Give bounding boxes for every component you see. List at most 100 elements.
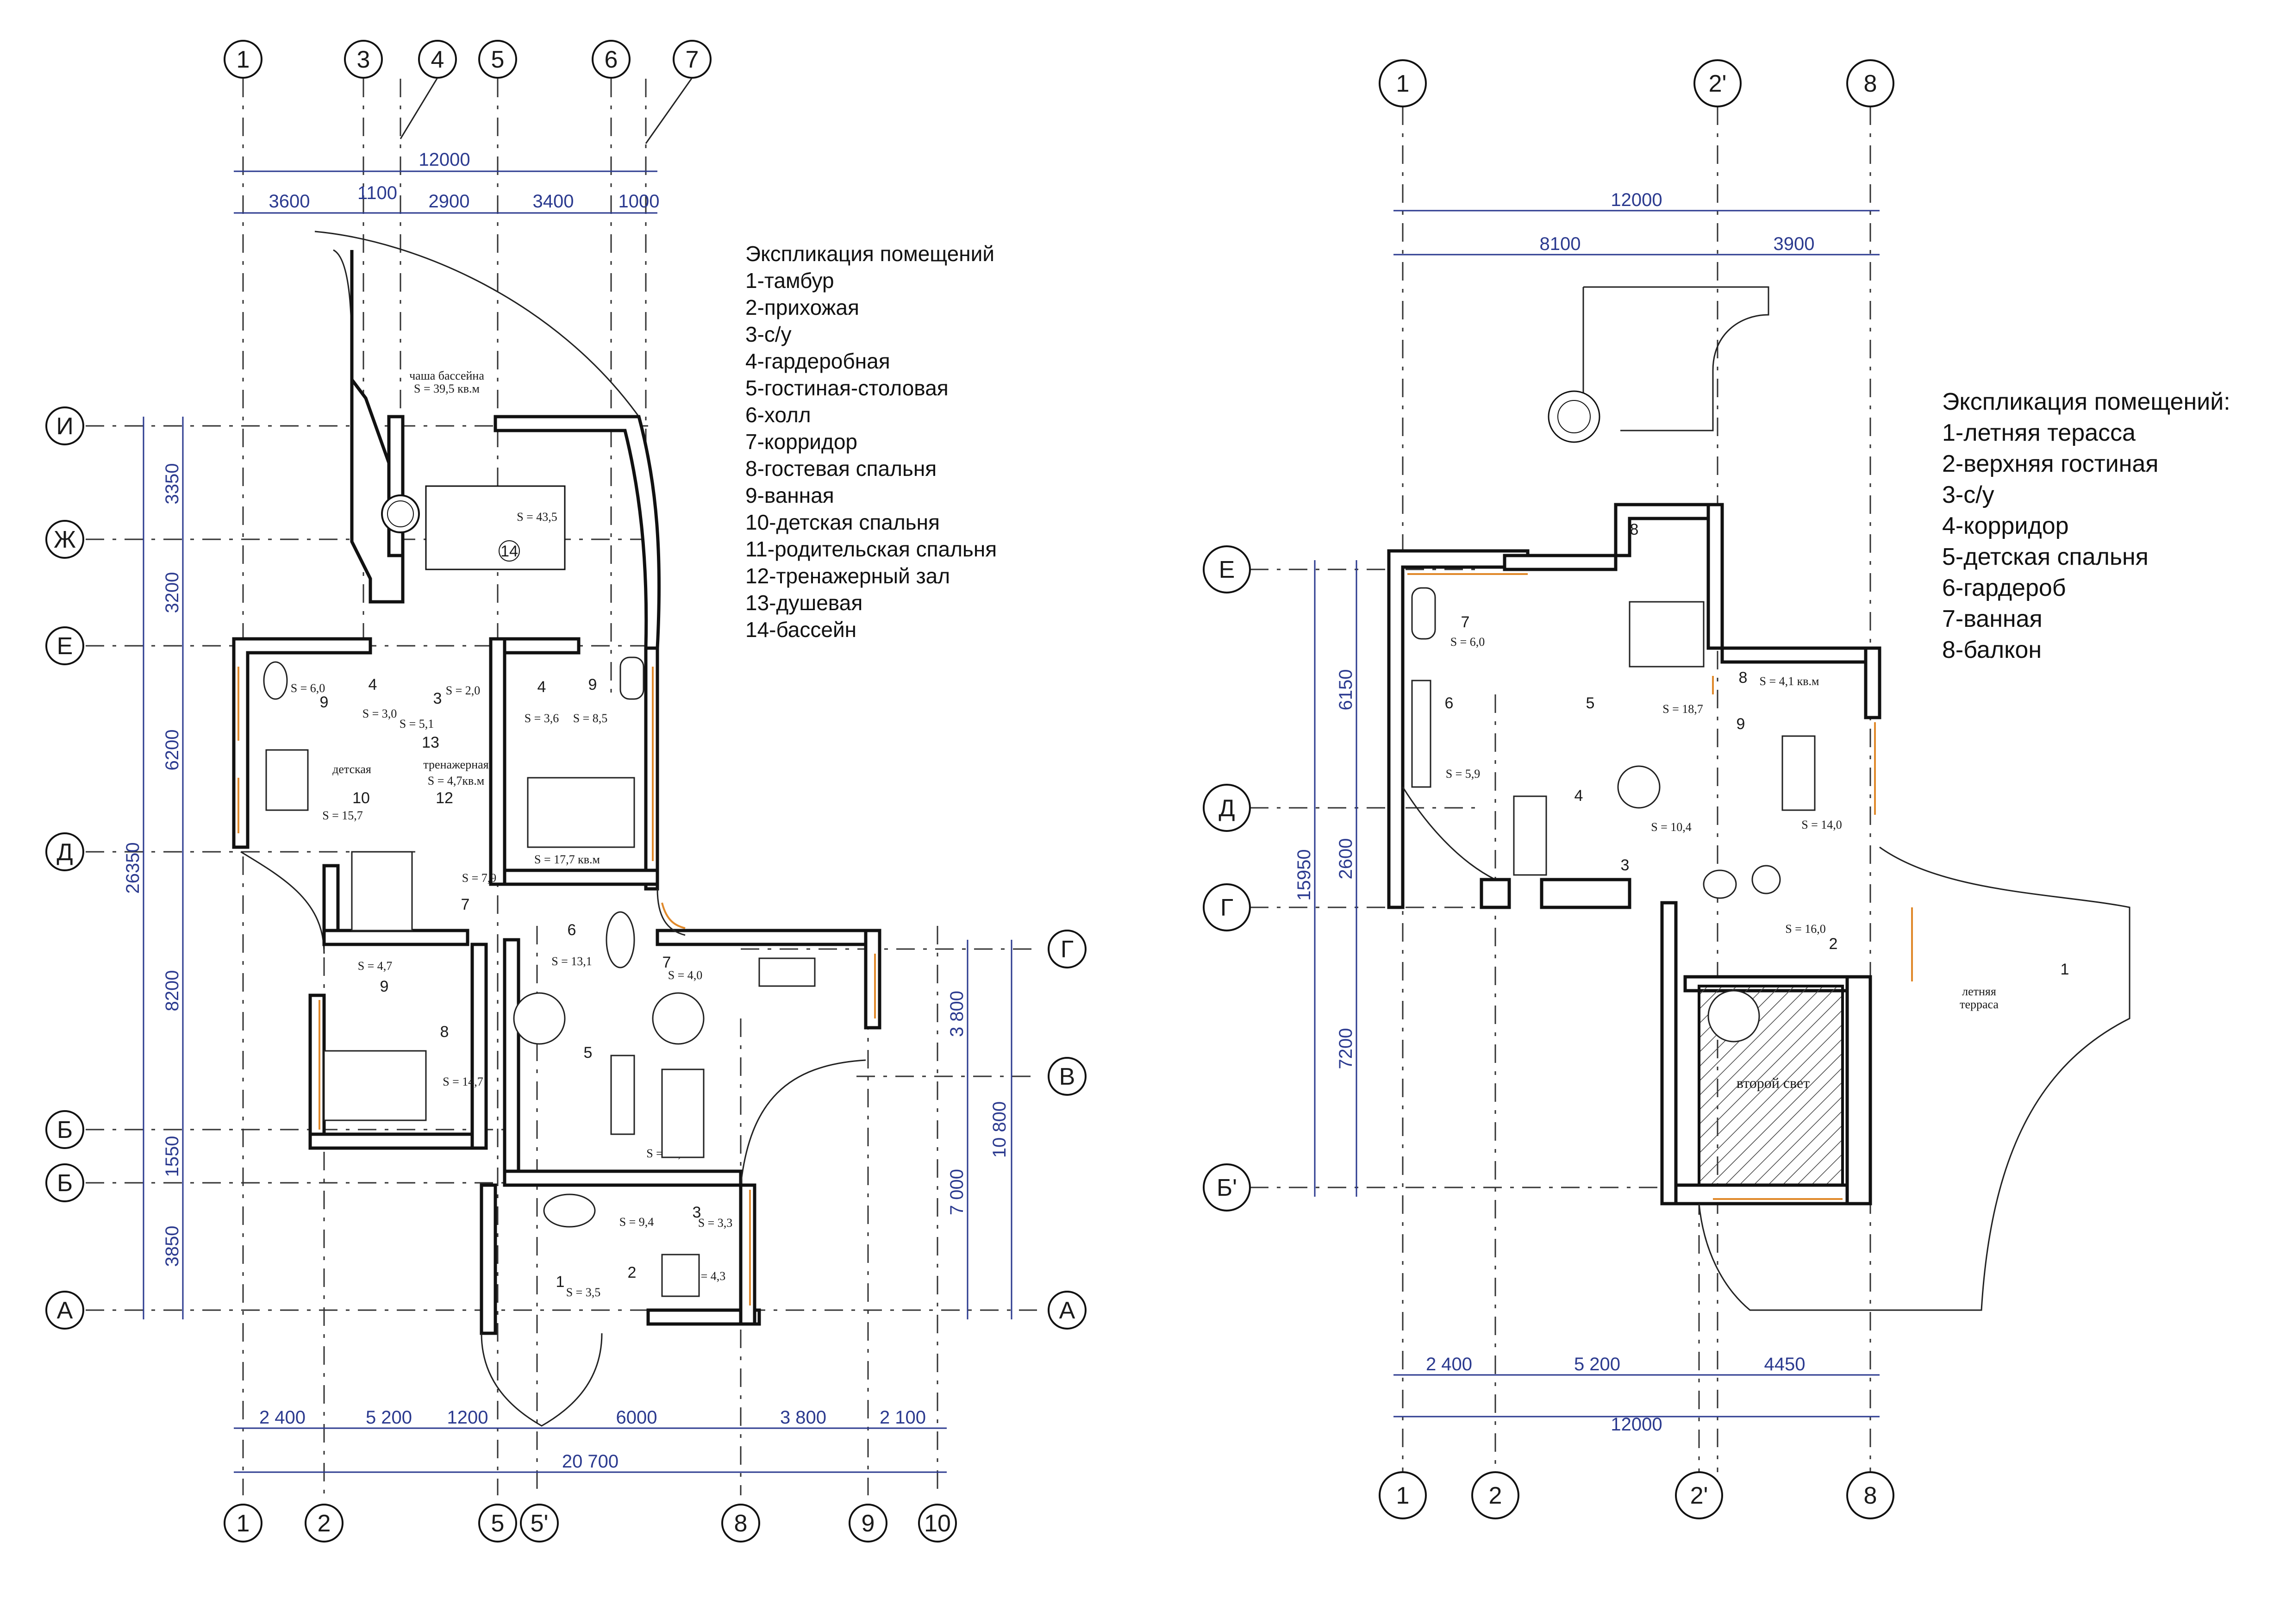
sofa-icon [610,1055,635,1135]
bed-icon [527,777,635,848]
axis-label: А [57,1297,73,1324]
legend-item: 4-корридор [1942,512,2069,539]
bed-icon [265,749,309,811]
plan1-top-axes: 1 3 4 5 6 7 [224,40,712,144]
round-table-icon [1617,765,1661,809]
plan-2: 1 2' 8 12000 8100 3900 Е Д Г Б' 6150 [1203,59,2231,1519]
legend-item: 9-ванная [745,483,834,507]
room-number: 5 [1586,694,1595,712]
legend-item: 6-гардероб [1942,575,2066,601]
kids-note: детская [332,762,371,776]
axis-label: 1 [237,46,250,73]
legend-item: 5-гостиная-столовая [745,376,949,400]
plan1-right-axes: Г В А [1048,930,1087,1330]
legend-item: 1-тамбур [745,269,834,293]
room-number: 4 [1574,787,1583,805]
axis-label: 4 [431,46,444,73]
axis-label: 6 [605,46,618,73]
dimension-text: 6000 [616,1407,657,1428]
dimension-text: 6150 [1336,669,1356,711]
room-area: S = 17,7 кв.м [534,853,600,866]
axis-label: Ж [54,526,76,553]
axis-label: 2' [1709,70,1727,97]
room-area: S = 2,0 [446,684,481,697]
armchair-icon [543,1193,596,1228]
room-number: 3 [1621,856,1630,874]
axis-label: 1 [1396,70,1410,97]
dimension-text: 12000 [1611,1414,1662,1435]
plan1-room-labels: S = 6,0 9 4 S = 3,0 S = 2,0 3 S = 5,1 13… [291,676,733,1299]
plan2-axis-lines [1250,106,1871,1472]
axis-label: 9 [862,1510,875,1537]
plan1-top-dimensions: 12000 3600 1100 2900 3400 1000 [234,150,659,214]
planter-icon [606,911,635,968]
plan1-left-axes: И Ж Е Д Б Б А [45,406,84,1330]
dimension-text: 4450 [1764,1354,1806,1374]
second-light-label: второй свет [1737,1074,1810,1091]
axis-label: Б' [1217,1174,1237,1201]
axis-label: 2 [1489,1482,1502,1509]
dimension-text: 3 800 [780,1407,826,1428]
axis-label: 1 [237,1510,250,1537]
room-number: 4 [369,676,377,693]
plan2-room-labels: 8 7 S = 6,0 6 S = 5,9 5 S = 18,7 4 S = 1… [1445,521,2069,1091]
room-area: S = 14,7 [443,1075,483,1088]
legend-item: 2-верхняя гостиная [1942,450,2158,477]
axis-label: 2' [1690,1482,1708,1509]
room-area: S = 4,7 [358,959,393,973]
plan2-left-dimensions: 6150 2600 7200 15950 [1294,560,1357,1197]
legend-item: 1-летняя терасса [1942,419,2136,446]
room-number: 14 [500,543,518,560]
terrace-note: терраса [1960,998,1999,1011]
room-area: S = 5,9 [1446,767,1481,781]
staircase-icon [351,851,413,931]
plan1-left-dimensions: 3350 3200 6200 8200 1550 3850 26350 [123,417,184,1319]
room-area: S = 10,4 [1651,820,1692,834]
dimension-text: 7200 [1336,1028,1356,1069]
room-number: 13 [422,734,439,751]
axis-label: Д [56,839,73,866]
dimension-text: 1100 [357,183,397,203]
dimension-text: 8200 [162,970,182,1012]
room-area: S = 3,0 [362,707,397,720]
legend-item: 10-детская спальня [745,510,940,534]
wardrobe-icon [661,1254,700,1297]
room-number: 10 [352,789,370,807]
pool-note: чаша бассейна [409,369,484,382]
dimension-text: 7 000 [947,1169,967,1215]
spiral-stair-icon [513,992,566,1045]
plan1-pool: чаша бассейна S = 39,5 кв.м S = 43,5 14 [381,369,566,570]
room-area: S = 3,3 [698,1216,733,1230]
room-area: S = 13,1 [551,955,592,968]
pool-note: S = 39,5 кв.м [414,382,480,395]
dimension-text: 6200 [162,730,182,771]
plan1-bottom-axes: 1 2 5 5' 8 9 10 [224,1504,957,1543]
dimension-text: 3600 [269,191,310,212]
axis-label: Е [57,633,73,660]
bed-icon [323,1050,427,1121]
plan2-walls [1387,286,2131,1311]
plan1-right-dimensions: 3 800 7 000 10 800 [947,940,1012,1319]
room-area: S = 8,5 [573,712,608,725]
plan1-bottom-dimensions: 2 400 5 200 1200 6000 3 800 2 100 20 700 [234,1407,947,1473]
legend-item: 2-прихожая [745,295,859,319]
dimension-text: 3400 [533,191,574,212]
legend-item: 7-корридор [745,430,857,454]
axis-label: 2 [318,1510,331,1537]
room-number: 1 [2061,961,2069,978]
axis-label: И [56,413,73,440]
dimension-text: 3200 [162,572,182,613]
desk-icon [1781,735,1816,811]
staircase-icon [1513,795,1547,876]
legend-title: Экспликация помещений [745,242,994,266]
axis-label: 5 [491,1510,505,1537]
room-number: 7 [662,954,671,971]
pool-bowl [425,485,566,570]
room-area: S = 9,4 [619,1215,654,1229]
dimension-text: 15950 [1294,849,1314,900]
dimension-text: 5 200 [366,1407,412,1428]
legend-item: 3-с/у [1942,481,1994,508]
legend-item: 5-детская спальня [1942,543,2149,570]
dimension-text: 26350 [123,842,143,893]
